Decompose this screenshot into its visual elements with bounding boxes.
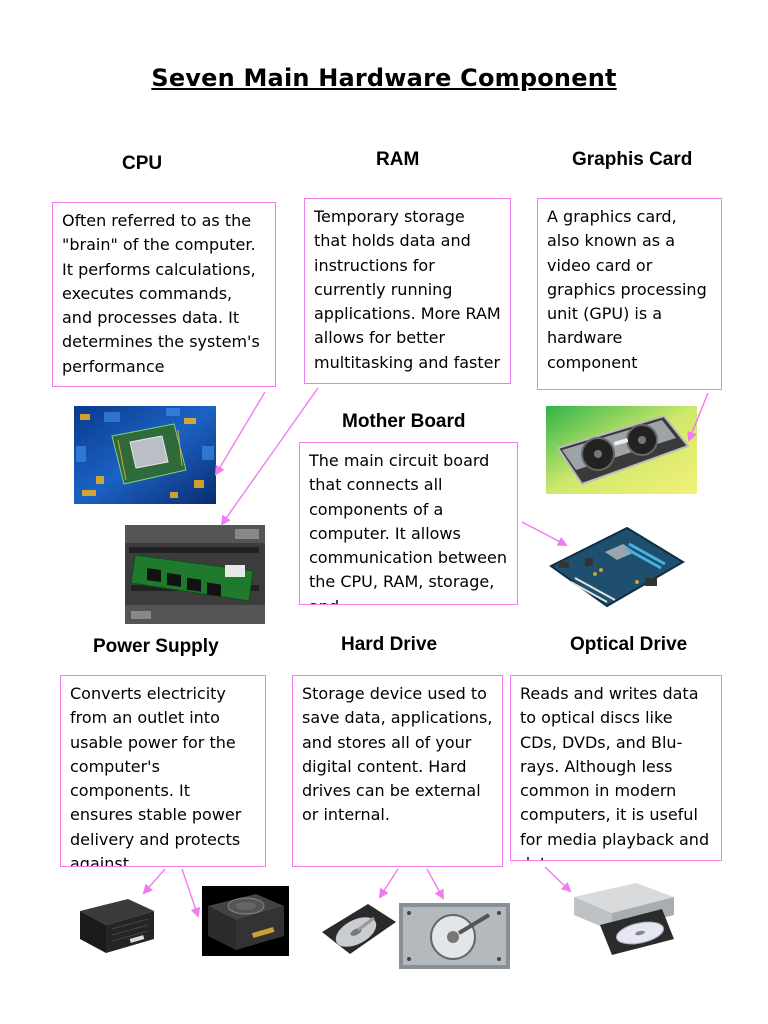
power-supply-arrow-2 — [181, 868, 201, 918]
hard-drive-image-1 — [318, 898, 398, 958]
hard-drive-image-2 — [399, 903, 510, 969]
motherboard-arrow — [521, 521, 568, 546]
cpu-heading: CPU — [122, 153, 163, 174]
hard-drive-arrow-1 — [378, 868, 399, 899]
graphics-card-image — [546, 406, 697, 494]
motherboard-description-box: The main circuit board that connects all… — [299, 442, 518, 605]
page-title: Seven Main Hardware Component — [151, 64, 617, 92]
power-supply-description-box: Converts electricity from an outlet into… — [60, 675, 266, 867]
hard-drive-description-box: Storage device used to save data, applic… — [292, 675, 503, 867]
optical-drive-description-box: Reads and writes data to optical discs l… — [510, 675, 722, 861]
hard-drive-heading: Hard Drive — [341, 634, 438, 655]
ram-heading: RAM — [376, 149, 420, 170]
ram-description-box: Temporary storage that holds data and in… — [304, 198, 511, 384]
cpu-description-box: Often referred to as the "brain" of the … — [52, 202, 276, 387]
power-supply-heading: Power Supply — [93, 636, 219, 657]
motherboard-image — [545, 522, 687, 614]
ram-image — [125, 525, 265, 624]
power-supply-image-1 — [76, 893, 158, 958]
cpu-arrow — [214, 391, 266, 476]
motherboard-heading: Mother Board — [342, 411, 466, 432]
power-supply-image-2 — [202, 886, 289, 956]
power-supply-arrow-1 — [142, 868, 166, 895]
graphics-card-description-box: A graphics card, also known as a video c… — [537, 198, 722, 390]
graphics-card-heading: Graphis Card — [572, 149, 693, 170]
hard-drive-arrow-2 — [426, 868, 444, 900]
cpu-image — [74, 406, 216, 504]
optical-drive-image — [570, 879, 678, 959]
optical-drive-arrow — [544, 866, 572, 893]
graphics-card-arrow — [687, 392, 709, 442]
ram-arrow — [220, 387, 319, 526]
optical-drive-heading: Optical Drive — [570, 634, 688, 655]
